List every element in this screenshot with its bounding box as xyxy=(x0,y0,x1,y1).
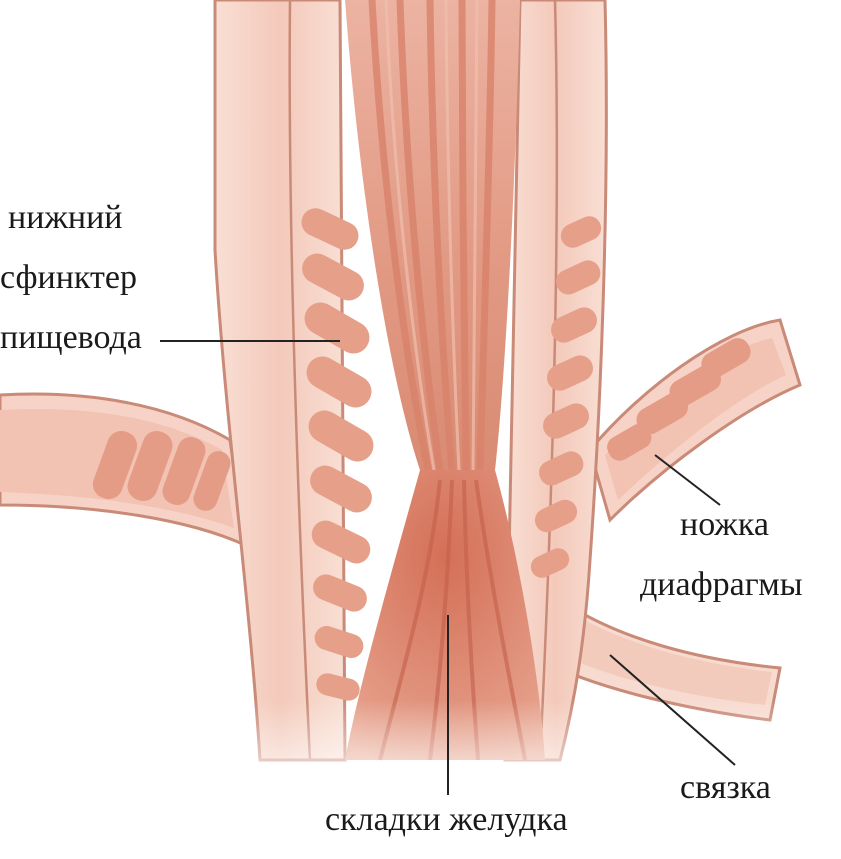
crus-leader-line xyxy=(655,455,720,505)
sphincter-label-line2: сфинктер xyxy=(0,258,137,298)
sphincter-label-line1: нижний xyxy=(8,198,122,238)
right-diaphragm-crus xyxy=(590,320,800,520)
esophageal-lumen xyxy=(345,0,520,470)
ligament-label: связка xyxy=(680,768,771,808)
crus-label-line2: диафрагмы xyxy=(640,565,803,605)
left-diaphragm-crus xyxy=(0,394,245,545)
gastric-folds-label: складки желудка xyxy=(325,800,568,840)
sphincter-label-line3: пищевода xyxy=(0,318,142,358)
crus-label-line1: ножка xyxy=(680,505,769,545)
